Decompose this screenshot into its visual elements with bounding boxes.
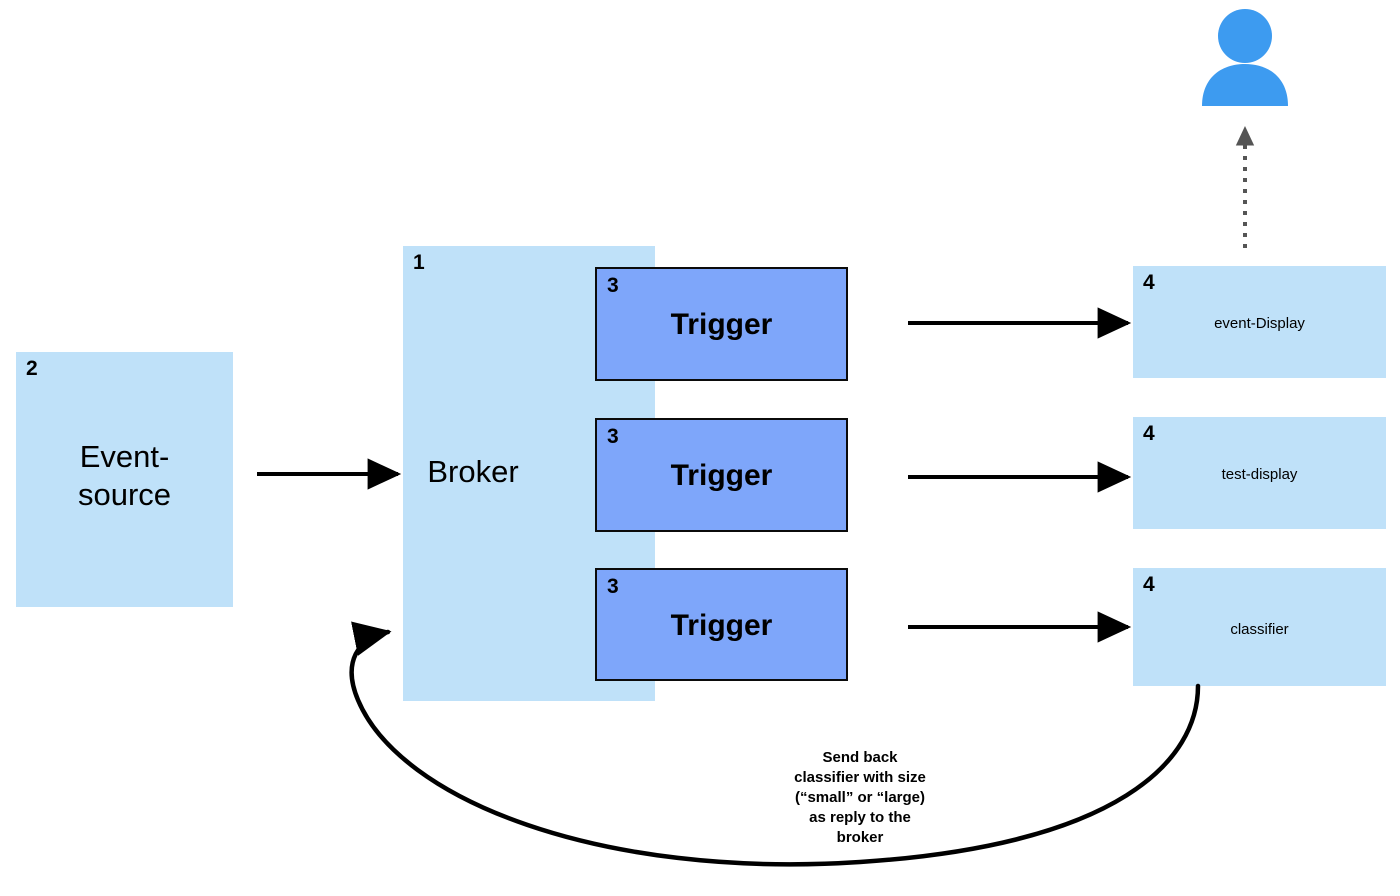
target-3-index: 4 (1143, 573, 1155, 596)
trigger-2-label: Trigger (670, 459, 773, 492)
reply-annotation-text: Send back classifier with size (“small” … (794, 749, 926, 846)
trigger-box-3: 3 Trigger (595, 568, 848, 681)
broker-index: 1 (413, 251, 425, 274)
trigger-1-label: Trigger (670, 308, 773, 341)
event-source-label-line1: Event- (79, 439, 170, 474)
target-1-index: 4 (1143, 271, 1155, 294)
target-2-index: 4 (1143, 422, 1155, 445)
broker-label: Broker (427, 454, 519, 489)
event-source-index: 2 (26, 357, 38, 380)
trigger-box-1: 3 Trigger (595, 267, 848, 381)
event-source-label-line2: source (77, 476, 172, 512)
target-3-label: classifier (1230, 621, 1289, 638)
trigger-2-index: 3 (607, 425, 619, 448)
trigger-3-label: Trigger (670, 609, 773, 642)
target-box-test-display: 4 test-display (1133, 417, 1386, 529)
target-box-event-display: 4 event-Display (1133, 266, 1386, 378)
trigger-3-index: 3 (607, 575, 619, 598)
trigger-1-index: 3 (607, 274, 619, 297)
target-box-classifier: 4 classifier (1133, 568, 1386, 686)
event-source-label: Event- source (16, 438, 233, 514)
target-1-label: event-Display (1214, 315, 1305, 332)
trigger-box-2: 3 Trigger (595, 418, 848, 532)
target-2-label: test-display (1221, 466, 1298, 483)
event-source-box: 2 Event- source (16, 352, 233, 607)
person-icon (1199, 8, 1291, 106)
